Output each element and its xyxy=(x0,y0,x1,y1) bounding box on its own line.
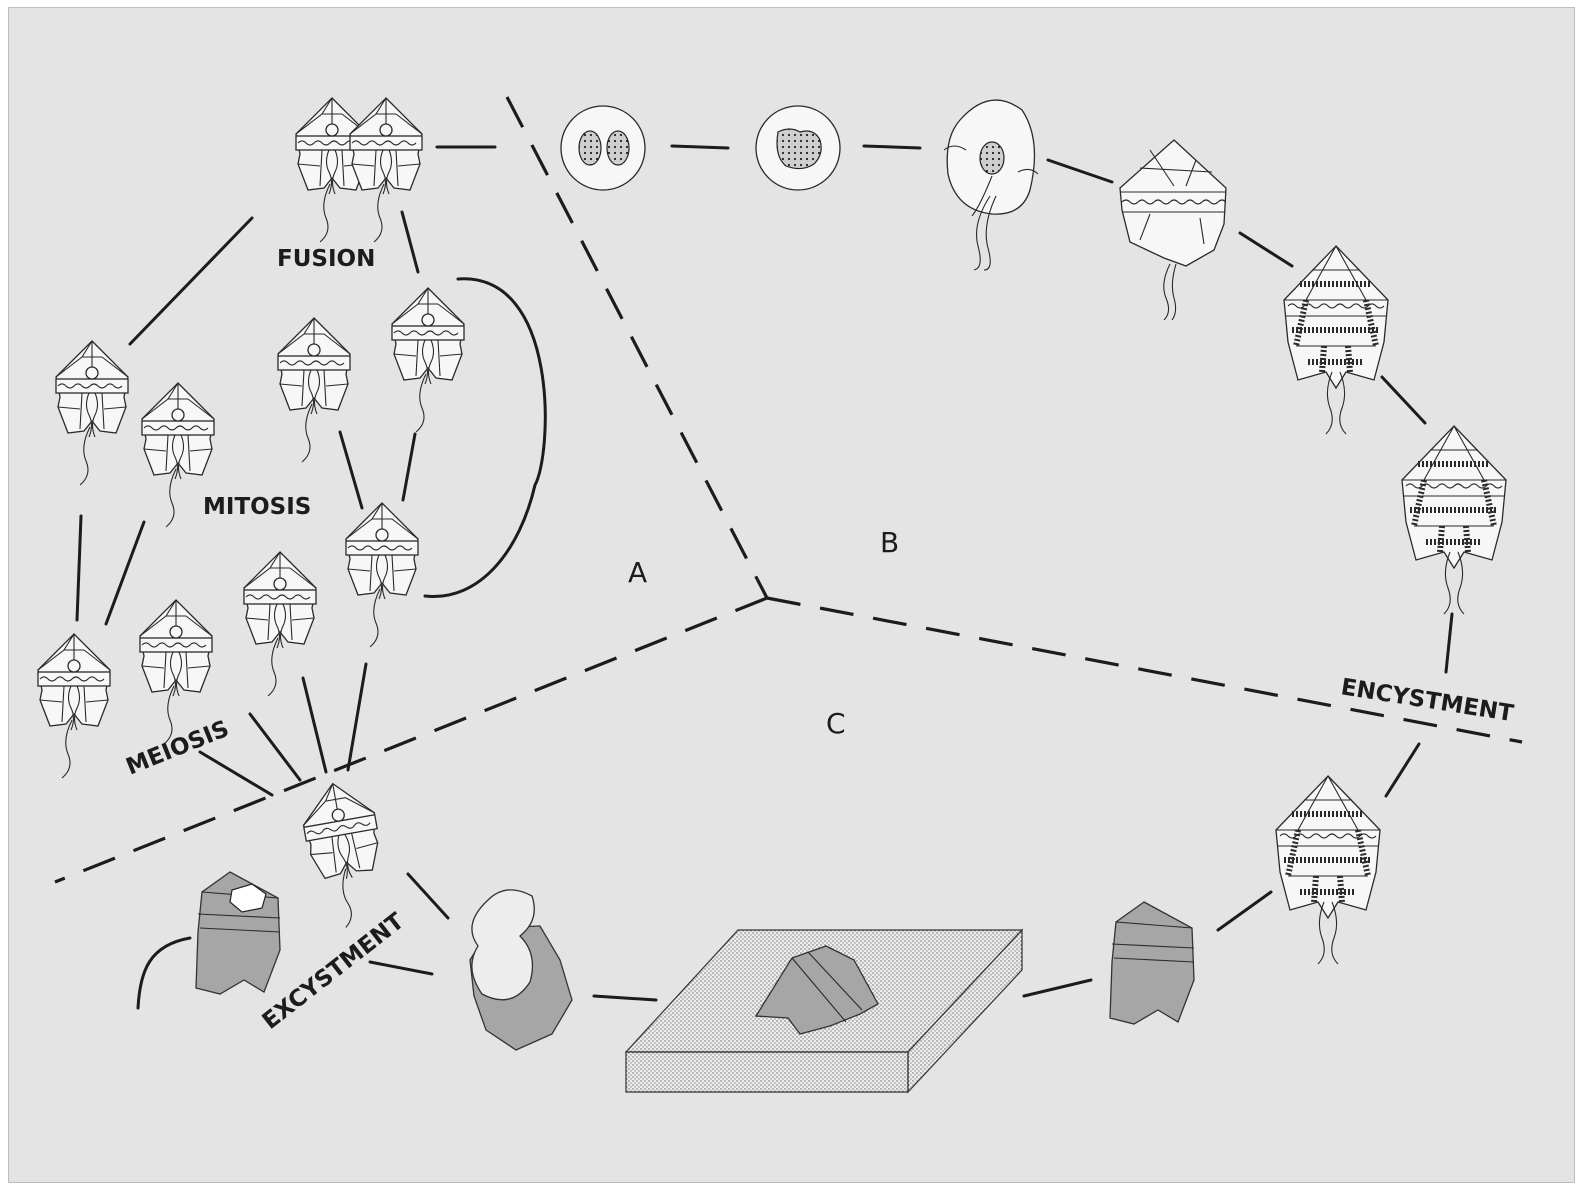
zone-label-c: C xyxy=(826,707,846,740)
nuclei-fusing-cell xyxy=(755,105,841,191)
motile-cell xyxy=(391,287,465,433)
label-encystment: ENCYSTMENT xyxy=(1339,674,1516,727)
empty-cyst xyxy=(195,871,281,995)
motile-cell-germinated xyxy=(296,776,394,933)
buried-cyst xyxy=(754,945,879,1035)
label-excystment: EXCYSTMENT xyxy=(258,908,410,1035)
label-meiosis: MEIOSIS xyxy=(123,716,233,781)
planozygote-cell xyxy=(1119,139,1227,321)
motile-cell xyxy=(277,317,351,463)
nuclei-pair-cell xyxy=(560,105,646,191)
motile-cell xyxy=(243,551,317,697)
zygote-reticulate-cell xyxy=(1284,246,1388,434)
zygote-encysting-cell xyxy=(1276,776,1380,964)
zone-label-b: B xyxy=(880,526,899,559)
connectors xyxy=(75,144,1454,1010)
zone-boundaries xyxy=(54,96,1523,884)
label-mitosis: MITOSIS xyxy=(203,494,311,520)
motile-cell xyxy=(139,599,213,745)
excysting-cyst xyxy=(469,889,573,1051)
label-fusion: FUSION xyxy=(277,246,375,272)
zone-label-a: A xyxy=(628,556,647,589)
resting-cyst xyxy=(1109,901,1195,1025)
zygote-early-cell xyxy=(943,99,1039,271)
zygote-reticulate-cell xyxy=(1402,426,1506,614)
motile-cell xyxy=(345,502,419,648)
motile-cell xyxy=(37,633,111,779)
motile-cell xyxy=(55,340,129,486)
